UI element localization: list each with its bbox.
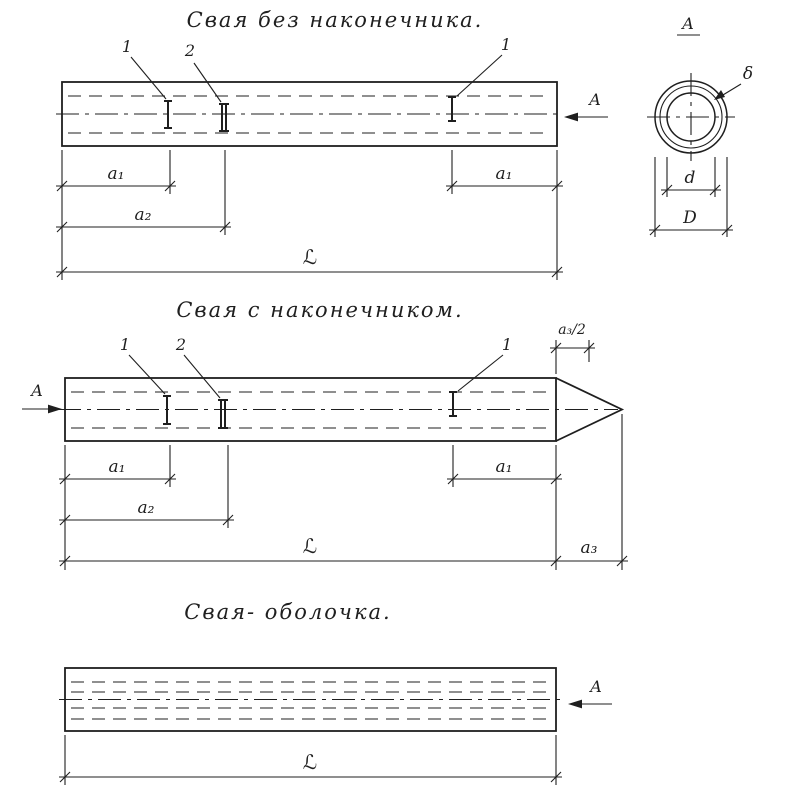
- reinforcement-dashed-lines: [68, 95, 551, 134]
- callout-1-left: 1: [122, 37, 132, 56]
- section-arrow-right: A: [568, 677, 612, 709]
- dim-a3-half: a₃/2: [550, 322, 595, 374]
- drawing-pile-with-tip: Свая с наконечником. a₃/2 A: [22, 298, 628, 570]
- dim-length: ℒ: [303, 534, 317, 558]
- dimensions: ℒ: [59, 735, 562, 785]
- dimensions: a₁ a₁ a₂ ℒ: [56, 150, 563, 280]
- section-a-view: A δ d D: [647, 14, 753, 237]
- callout-1-left: 1: [120, 335, 130, 354]
- pile-tip-outline: [555, 377, 625, 442]
- dim-a1-right: a₁: [496, 457, 513, 477]
- dim-inner-diameter: d: [685, 168, 696, 188]
- dim-a3-half-label: a₃/2: [558, 322, 586, 338]
- reinforcement-dashed-lines: [71, 391, 551, 429]
- dimensions: a₁ a₁ a₂ ℒ a₃: [59, 414, 628, 570]
- section-mark-label: A: [588, 677, 602, 696]
- extension-lines: [64, 414, 623, 570]
- dimension-lines: [56, 185, 563, 273]
- callout-2: 2: [175, 335, 186, 354]
- dim-a1-right: a₁: [496, 164, 513, 184]
- callout-1-right: 1: [502, 335, 512, 354]
- delta-label: δ: [743, 64, 753, 84]
- drawing-pile-without-tip: Свая без наконечника. 1 2 1 A: [56, 8, 608, 280]
- shell-inner-dashed-lines: [71, 681, 551, 720]
- dim-length: ℒ: [303, 750, 317, 774]
- drawing-title: Свая- оболочка.: [184, 600, 391, 624]
- dimension-lines: [59, 478, 628, 562]
- dim-a2: a₂: [135, 205, 152, 225]
- dim-length: ℒ: [303, 245, 317, 269]
- section-mark-label: A: [29, 381, 43, 400]
- drawing-title: Свая без наконечника.: [187, 8, 484, 32]
- callout-1-right: 1: [501, 35, 511, 54]
- dim-a2: a₂: [138, 498, 155, 518]
- dim-outer-diameter: D: [682, 208, 697, 228]
- dim-a1-left: a₁: [108, 164, 125, 184]
- section-mark-label: A: [587, 90, 601, 109]
- delta-arrowhead-icon: [714, 90, 725, 100]
- section-dimensions: d D: [649, 157, 733, 237]
- crosshair-centerlines: [647, 73, 735, 161]
- lifting-loop-marks: [164, 96, 456, 132]
- section-arrowhead-icon: [568, 699, 582, 709]
- dim-a3: a₃: [581, 538, 598, 558]
- section-arrow-left: A: [22, 381, 62, 414]
- section-arrowhead-icon: [48, 404, 62, 414]
- drawing-title: Свая с наконечником.: [176, 298, 463, 322]
- callout-2: 2: [184, 41, 195, 60]
- lifting-loop-marks: [163, 391, 457, 429]
- wall-thickness-callout: δ: [714, 64, 753, 100]
- drawing-pile-shell: Свая- оболочка. A ℒ: [59, 600, 612, 785]
- callout-leader-lines: [130, 54, 503, 103]
- callout-leader-lines: [128, 354, 504, 399]
- section-view-title: A: [680, 14, 694, 33]
- section-arrowhead-icon: [564, 112, 578, 122]
- section-arrow-right: A: [564, 90, 608, 122]
- extension-lines: [555, 340, 590, 374]
- dim-a1-left: a₁: [109, 457, 126, 477]
